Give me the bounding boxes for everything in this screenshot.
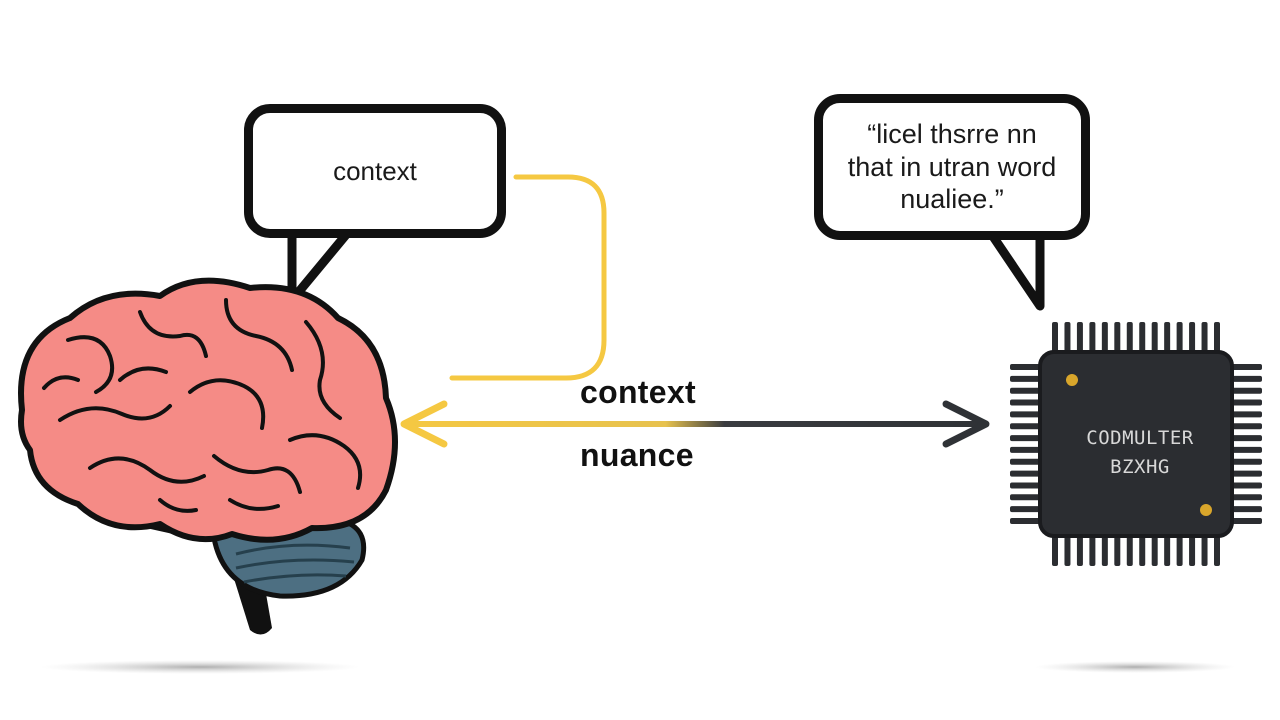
chip-label: CODMULTER BZXHG — [1040, 424, 1240, 481]
chip-pin — [1228, 506, 1262, 513]
chip-pin — [1010, 375, 1044, 382]
left-bubble-text: context — [333, 155, 417, 186]
chip-pin — [1151, 532, 1158, 566]
chip-pin — [1064, 532, 1071, 566]
chip-pin — [1228, 435, 1262, 442]
connector-curve — [449, 174, 607, 381]
cerebrum — [18, 277, 398, 543]
chip-pin — [1176, 322, 1183, 356]
chip-pin — [1228, 423, 1262, 430]
chip-pin — [1089, 322, 1096, 356]
chip-label-line: BZXHG — [1110, 455, 1170, 478]
right-bubble-line: nualiee.” — [900, 184, 1004, 215]
chip-pin — [1228, 470, 1262, 477]
chip-pin — [1089, 532, 1096, 566]
chip-pin — [1164, 322, 1171, 356]
chip-pin — [1010, 518, 1044, 524]
right-speech-bubble: “licel thsrre nn that in utran word nual… — [814, 94, 1090, 240]
chip-pin — [1010, 435, 1044, 442]
chip-pin — [1114, 322, 1121, 356]
chip-marker-dot — [1200, 504, 1212, 516]
chip-pin — [1010, 399, 1044, 406]
chip-pin — [1228, 375, 1262, 382]
arrowhead-right-icon — [942, 400, 990, 448]
chip-pin — [1126, 532, 1133, 566]
chip-pin — [1010, 506, 1044, 513]
cerebellum-folds — [235, 543, 355, 584]
microchip-icon — [1010, 322, 1262, 566]
chip-pin — [1228, 446, 1262, 453]
chip-pin — [1101, 532, 1108, 566]
flow-label-context: context — [580, 374, 696, 410]
chip-pin — [1010, 364, 1044, 370]
chip-pin — [1214, 322, 1220, 356]
chip-pin — [1139, 322, 1146, 356]
chip-pin — [1064, 322, 1071, 356]
chip-pin — [1228, 518, 1262, 524]
chip-pin — [1164, 532, 1171, 566]
chip-pin — [1228, 399, 1262, 406]
chip-pin — [1228, 482, 1262, 489]
right-bubble-line: that in utran word — [847, 151, 1057, 182]
chip-pin — [1052, 322, 1058, 356]
chip-marker-dot — [1066, 374, 1078, 386]
chip-pin — [1010, 494, 1044, 501]
right-bubble-tail — [985, 227, 1045, 311]
chip-pin — [1228, 364, 1262, 370]
chip-pin — [1010, 423, 1044, 430]
chip-pin — [1010, 411, 1044, 418]
chip-pin — [1201, 532, 1208, 566]
chip-pin — [1010, 470, 1044, 477]
chip-pin — [1114, 532, 1121, 566]
chip-pin — [1010, 446, 1044, 453]
arrowhead-left-icon — [400, 400, 448, 448]
chip-pin — [1214, 532, 1220, 566]
chip-pin — [1076, 322, 1083, 356]
chip-pin — [1189, 322, 1196, 356]
chip-pin — [1052, 532, 1058, 566]
chip-pin — [1010, 482, 1044, 489]
chip-pin — [1228, 411, 1262, 418]
chip-pin — [1189, 532, 1196, 566]
right-bubble-line: “licel thsrre nn — [867, 119, 1037, 150]
left-speech-bubble: context — [244, 104, 506, 238]
chip-pin — [1151, 322, 1158, 356]
chip-pin — [1126, 322, 1133, 356]
brain-icon — [18, 277, 398, 635]
chip-pin — [1076, 532, 1083, 566]
chip-pin — [1201, 322, 1208, 356]
chip-pin — [1228, 494, 1262, 501]
chip-pin — [1139, 532, 1146, 566]
brain-shadow — [40, 660, 360, 674]
chip-body — [1038, 350, 1234, 538]
chip-pin — [1101, 322, 1108, 356]
chip-pin — [1228, 458, 1262, 465]
brain-sulci — [42, 298, 363, 513]
chip-pin — [1010, 387, 1044, 394]
chip-label-line: CODMULTER — [1086, 427, 1194, 449]
left-bubble-tail — [287, 225, 355, 305]
chip-shadow — [1035, 661, 1235, 673]
chip-pin — [1010, 458, 1044, 465]
flow-label-nuance: nuance — [580, 437, 694, 473]
chip-pin — [1176, 532, 1183, 566]
chip-pin — [1228, 387, 1262, 394]
